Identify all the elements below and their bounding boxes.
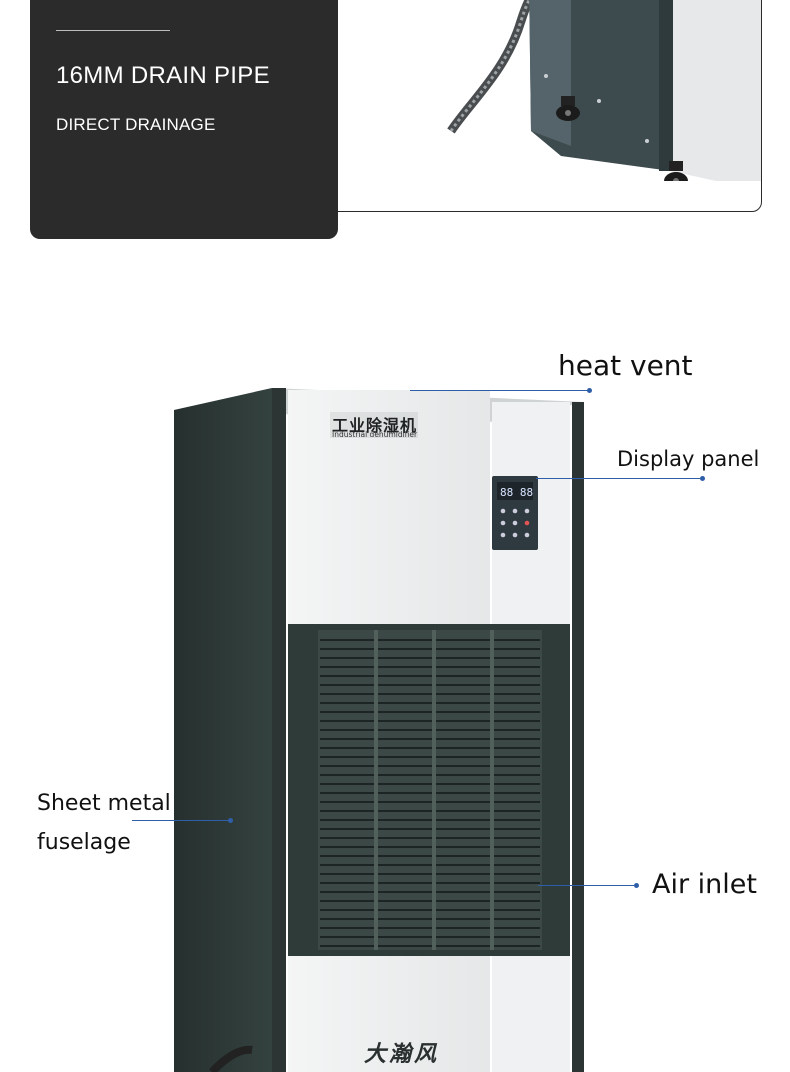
product-brand: 大瀚风	[364, 1042, 440, 1067]
card-title: 16MM DRAIN PIPE	[56, 62, 270, 89]
control-panel-icon: 88 88	[492, 476, 538, 550]
card-subtitle: DIRECT DRAINAGE	[56, 115, 216, 134]
product-logo-en: Industrial dehumidifier	[332, 430, 418, 439]
heat-vent-dot	[587, 388, 592, 393]
dehumidifier-base-image	[447, 0, 761, 181]
sheet-metal-line	[132, 820, 232, 822]
dehumidifier-image: 88 88	[174, 388, 584, 1072]
display-panel-label: Display panel	[617, 447, 760, 471]
display-panel-dot	[700, 476, 705, 481]
sheet-metal-label: Sheet metal	[37, 791, 171, 816]
fuselage-label: fuselage	[37, 830, 131, 855]
svg-text:88 88: 88 88	[500, 486, 533, 499]
heat-vent-label: heat vent	[558, 349, 693, 382]
heat-vent-line	[410, 390, 590, 392]
drain-photo-frame	[300, 0, 762, 212]
air-inlet-label: Air inlet	[652, 869, 757, 900]
drain-hose-icon	[447, 0, 535, 134]
display-panel-line	[536, 478, 704, 480]
product-callout-section: 88 88 工业除湿机 Industrial dehumidifier 大瀚风 …	[0, 330, 790, 1072]
caster-wheel-icon	[556, 96, 580, 121]
card-divider	[56, 30, 170, 31]
sheet-metal-dot	[228, 818, 233, 823]
drain-info-card: 16MM DRAIN PIPE DIRECT DRAINAGE	[30, 0, 338, 239]
product-logo-cn: 工业除湿机	[332, 416, 418, 435]
air-inlet-dot	[634, 883, 639, 888]
air-inlet-line	[538, 885, 638, 887]
drain-feature-section: 16MM DRAIN PIPE DIRECT DRAINAGE	[0, 0, 790, 245]
